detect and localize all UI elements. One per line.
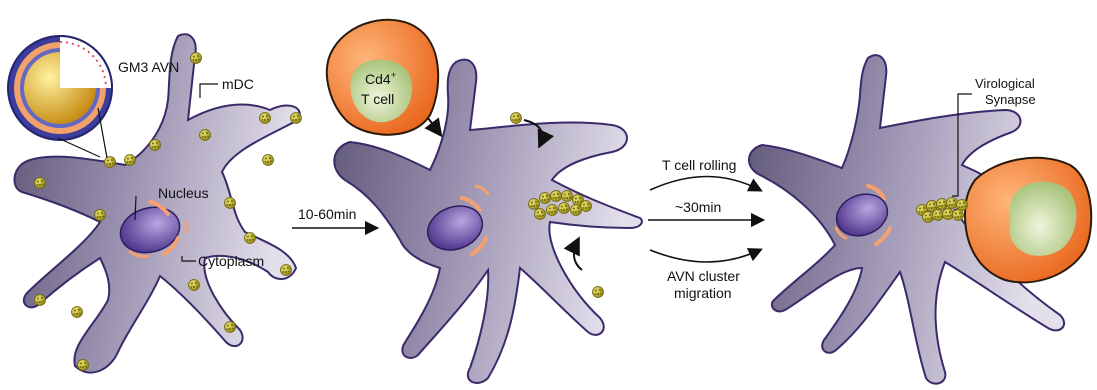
label-virological: Virological	[975, 76, 1035, 91]
avn-particle-icon	[260, 113, 271, 124]
avn-particle-icon	[35, 178, 46, 189]
label-t-cell: T cell	[361, 91, 394, 107]
curved-arrow-icon	[574, 240, 582, 270]
avn-particle-icon	[150, 140, 161, 151]
avn-particle-icon	[78, 360, 89, 371]
curved-arrow-icon	[428, 118, 440, 134]
label-synapse: Synapse	[985, 92, 1036, 107]
avn-particle-icon	[511, 113, 522, 124]
avn-particle-icon	[245, 233, 256, 244]
avn-particle-icon	[72, 307, 83, 318]
panel-3: Virological Synapse	[749, 55, 1091, 383]
avn-particle-icon	[105, 157, 116, 168]
curved-arrow-icon	[650, 177, 760, 191]
pointer-line	[58, 138, 100, 157]
label-mdc: mDC	[222, 76, 254, 92]
avn-particle-icon	[191, 53, 202, 64]
pointer-line	[200, 84, 218, 98]
avn-particle-icon	[281, 265, 292, 276]
avn-particle-icon	[263, 155, 274, 166]
avn-particle-icon	[200, 130, 211, 141]
label-avn-cluster: AVN cluster	[667, 268, 740, 284]
avn-particle-icon	[35, 295, 46, 306]
avn-particle-icon	[593, 287, 604, 298]
avn-particle-icon	[125, 155, 136, 166]
avn-particle-icon	[95, 210, 106, 221]
organelle	[186, 222, 187, 232]
avn-particle-icon	[225, 322, 236, 333]
curved-arrow-icon	[650, 250, 760, 262]
label-time-2: ~30min	[675, 199, 721, 215]
label-time-1: 10-60min	[298, 206, 356, 222]
label-cytoplasm: Cytoplasm	[198, 253, 264, 269]
label-migration: migration	[674, 285, 732, 301]
panel-1: GM3 AVN mDC Nucleus Cytoplasm	[8, 34, 302, 372]
avn-particle-icon	[189, 280, 200, 291]
label-t-cell-rolling: T cell rolling	[662, 157, 736, 173]
gm3-avn-illustration	[8, 36, 112, 140]
avn-particle-icon	[225, 198, 236, 209]
label-nucleus: Nucleus	[158, 185, 209, 201]
avn-particle-icon	[291, 113, 302, 124]
label-gm3-avn: GM3 AVN	[118, 59, 179, 75]
panel-2: Cd4+ T cell	[327, 20, 642, 383]
